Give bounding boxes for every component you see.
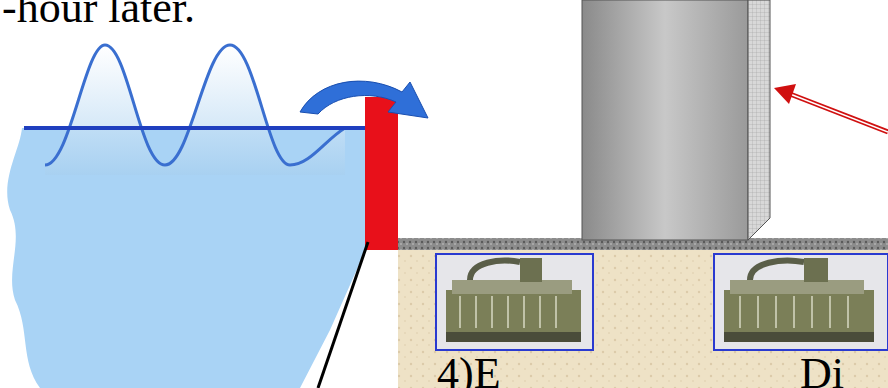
generator-photo (714, 254, 888, 350)
slide-text: 4)E (437, 352, 501, 388)
overtop-arrow (300, 81, 428, 118)
pointer-arrowhead (774, 84, 796, 104)
wave (45, 45, 345, 175)
generator-photo (436, 254, 593, 350)
slide-text: -hour later. (2, 0, 195, 30)
building-side (748, 0, 770, 240)
sea-level (24, 126, 368, 130)
pointer-arrow-core (790, 94, 888, 132)
pointer-arrow (790, 94, 888, 132)
wave-outline (45, 45, 345, 165)
seawall (365, 97, 398, 250)
slope-line (318, 242, 368, 388)
slide-text: Di (800, 352, 844, 388)
building (582, 0, 748, 240)
